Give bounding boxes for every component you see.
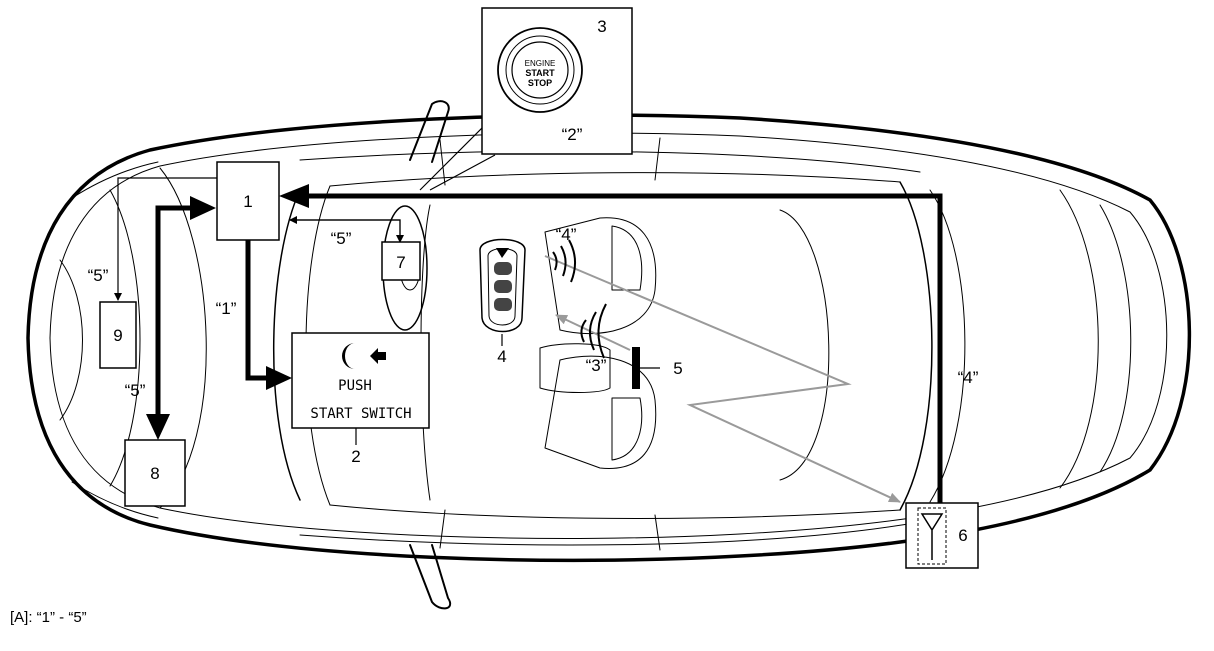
engine-button-line2: START: [525, 68, 555, 78]
box-1: [216, 161, 280, 241]
fob-unlock-button-icon: [494, 280, 512, 293]
signal-label-3: “3”: [586, 356, 607, 375]
heavy-arrowheads: [146, 184, 309, 440]
arrowhead-to-8: [146, 414, 170, 440]
signal-paths-gray: [544, 255, 901, 503]
key-fob: [479, 238, 526, 333]
signal-label-4-right: “4”: [958, 368, 979, 387]
signal-path-4: [544, 255, 901, 503]
heavy-connections: [155, 193, 943, 512]
box-7: [381, 241, 421, 281]
footnote: [A]: “1” - “5”: [10, 609, 87, 626]
fob-trunk-button-icon: [494, 298, 512, 311]
antenna-5-block: [632, 347, 640, 389]
fob-logo-icon: [496, 248, 509, 258]
callout-2: 2: [351, 447, 360, 466]
callout-5: 5: [673, 359, 682, 378]
start-switch-label: START SWITCH: [310, 406, 411, 422]
zoom-callout-lines: [419, 124, 496, 191]
arrowhead-to-2: [266, 366, 292, 390]
component-boxes: [99, 161, 979, 569]
signal-label-5-left: “5”: [88, 266, 109, 285]
line-8-to-1: [155, 205, 192, 420]
start-switch-push: PUSH: [338, 378, 372, 394]
thin-connections: [114, 177, 404, 301]
line-1-to-9: [114, 177, 217, 301]
arrowhead-to-1-left: [190, 196, 216, 220]
fob-lock-button-icon: [494, 262, 512, 275]
engine-button-line3: STOP: [528, 78, 552, 88]
signal-label-1: “1”: [216, 299, 237, 318]
line-6-to-1: [300, 193, 943, 512]
wave-icon-3: [580, 303, 607, 359]
engine-button-line1: ENGINE: [525, 59, 556, 68]
callout-3: 3: [597, 17, 606, 36]
callout-8: 8: [150, 464, 159, 483]
callout-9: 9: [113, 326, 122, 345]
line-1-to-2: [245, 240, 270, 381]
signal-label-5-lower: “5”: [125, 381, 146, 400]
arrow-left-icon: [370, 348, 386, 364]
callout-4: 4: [497, 347, 506, 366]
signal-path-3: [555, 314, 631, 351]
signal-label-2: “2”: [562, 125, 583, 144]
signal-label-4-key: “4”: [556, 225, 577, 244]
arrowhead-to-1-top: [279, 184, 309, 208]
callout-numbers: 1 2 4 5 6 7 8 9: [113, 192, 967, 545]
box-8: [124, 439, 186, 507]
callout-1: 1: [243, 192, 252, 211]
antenna-icon: [917, 507, 947, 565]
signal-labels: “1” “3” “4” “4” “5” “5” “5”: [88, 225, 979, 400]
start-switch-panel: PUSH START SWITCH: [310, 343, 412, 422]
box-9: [99, 301, 137, 369]
signal-label-5-steer: “5”: [331, 229, 352, 248]
car-outline: [26, 100, 1192, 610]
callout-7: 7: [396, 253, 405, 272]
wave-icon-4: [552, 239, 576, 283]
box-2-start-switch: [291, 332, 430, 429]
power-icon: [342, 343, 355, 369]
callout-6: 6: [958, 526, 967, 545]
engine-button-zoom-box: ENGINE START STOP 3 “2”: [481, 7, 633, 155]
